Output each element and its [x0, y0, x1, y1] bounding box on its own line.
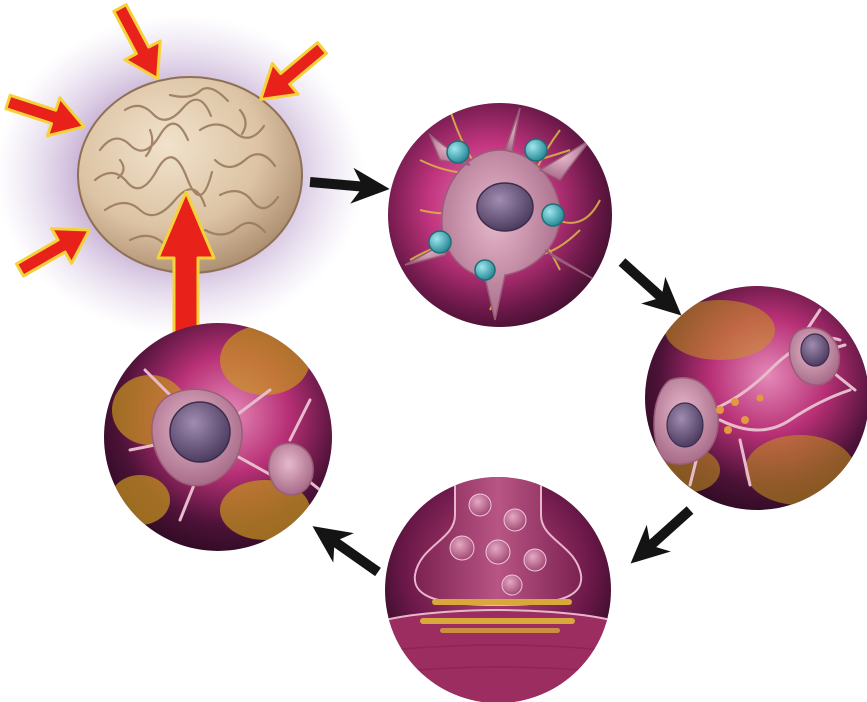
nucleus-icon [667, 403, 703, 447]
nucleus-icon [801, 334, 829, 366]
nucleus-icon [477, 183, 533, 231]
cycle-arrow-icon [302, 511, 388, 586]
synapse-icon [385, 470, 611, 702]
cycle-arrow-icon [619, 497, 703, 577]
stage-synapse [385, 470, 611, 702]
stage-activated-glia [104, 323, 332, 551]
stage-astrocyte-plaques [645, 286, 867, 510]
stage-microglia [388, 103, 612, 327]
nucleus-icon [170, 402, 230, 462]
